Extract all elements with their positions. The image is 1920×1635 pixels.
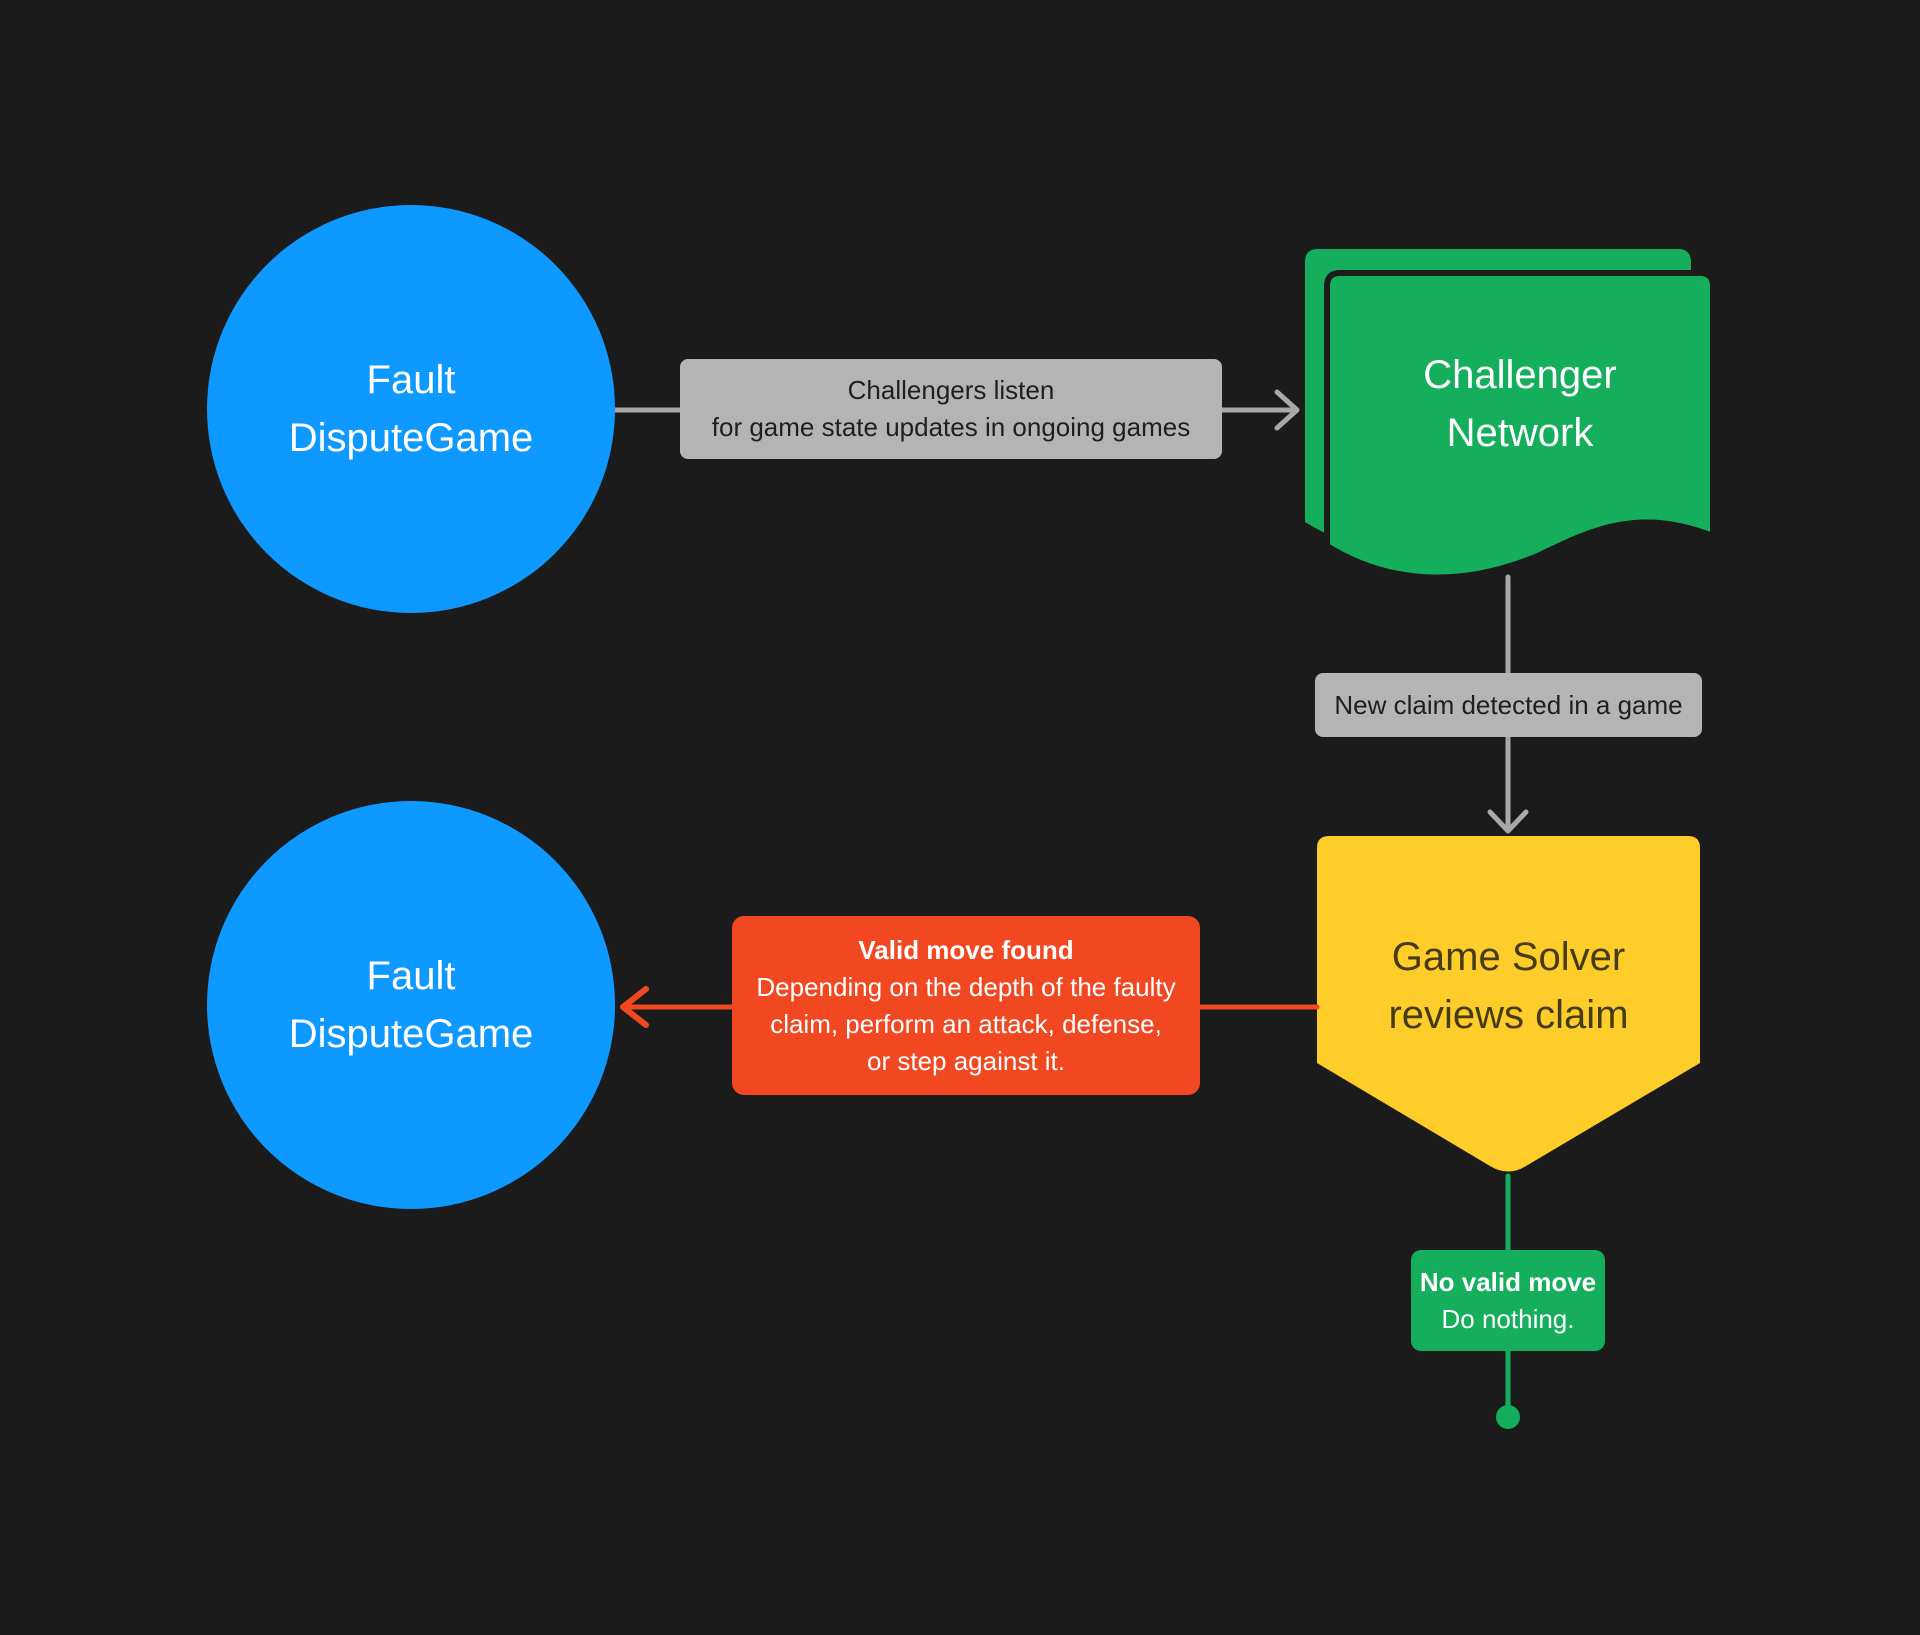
challenger-network-flag-front	[1324, 270, 1716, 581]
node-fault-dispute-game-top: Fault DisputeGame	[207, 205, 615, 613]
node-label-line: Fault	[366, 358, 456, 402]
edge-label-no-valid-move: No valid move Do nothing.	[1411, 1250, 1605, 1351]
node-fault-dispute-game-bottom: Fault DisputeGame	[207, 801, 615, 1209]
edge-label-line: Challengers listen	[847, 375, 1055, 405]
node-label-line: Challenger	[1423, 353, 1617, 397]
node-label-line: Fault	[366, 954, 456, 998]
node-label-line: DisputeGame	[288, 1012, 534, 1056]
edge-label-line: claim, perform an attack, defense,	[770, 1008, 1162, 1039]
node-label-line: Game Solver	[1391, 935, 1626, 979]
node-label-line: DisputeGame	[288, 416, 534, 460]
edge-label-title: Valid move found	[858, 934, 1074, 965]
edge-label-valid-move-found: Valid move found Depending on the depth …	[732, 916, 1200, 1095]
node-label-line: Network	[1446, 411, 1594, 455]
arrowhead-down-icon	[1487, 809, 1529, 834]
edge-label-line: Depending on the depth of the faulty	[756, 971, 1176, 1002]
node-game-solver-label: Game Solver reviews claim	[1317, 836, 1700, 1136]
game-solver-pentagon	[1317, 836, 1700, 1172]
edge-label-line: New claim detected in a game	[1334, 689, 1683, 720]
edge-label-title: No valid move	[1419, 1266, 1597, 1297]
edge-label-line: or step against it.	[867, 1045, 1065, 1076]
node-label-line: reviews claim	[1388, 993, 1629, 1037]
edge-label-line: for game state updates in ongoing games	[711, 412, 1191, 442]
edge-label-new-claim: New claim detected in a game	[1315, 673, 1702, 737]
endpoint-dot	[1496, 1405, 1520, 1429]
arrowhead-left-red-icon	[620, 986, 649, 1028]
edge-label-challengers-listen: Challengers listen for game state update…	[680, 359, 1222, 459]
arrowhead-right-icon	[1274, 389, 1300, 431]
edge-label-line: Do nothing.	[1441, 1303, 1575, 1334]
node-challenger-network-label: Challenger Network	[1327, 273, 1713, 535]
